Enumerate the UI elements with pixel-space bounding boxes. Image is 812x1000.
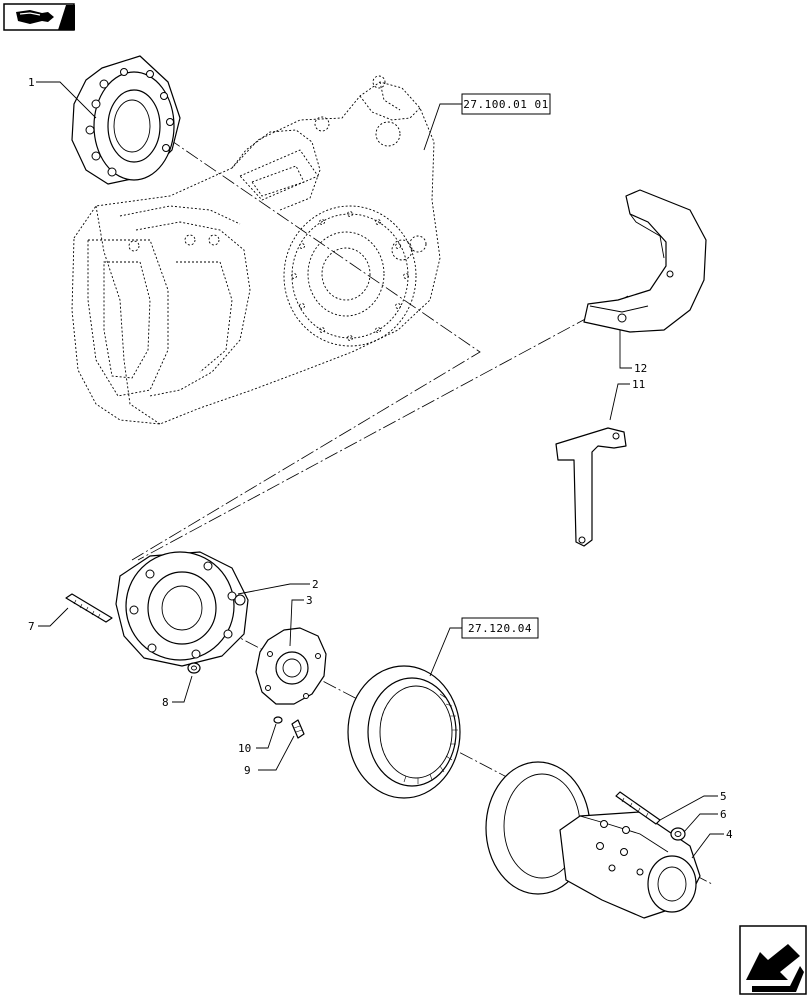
- svg-text:27.120.04: 27.120.04: [468, 622, 532, 635]
- navigate-back-icon[interactable]: [3, 3, 75, 31]
- callout-1: 1: [28, 76, 35, 89]
- part-11-bracket: [555, 427, 627, 547]
- callout-5: 5: [720, 790, 727, 803]
- callout-labels: 1 2 3 4 5 6 7 8 9 10 11 12: [28, 76, 733, 841]
- callout-12: 12: [634, 362, 647, 375]
- callout-11: 11: [632, 378, 645, 391]
- reference-box-top[interactable]: 27.100.01 01: [461, 93, 551, 115]
- part-3-plate: [255, 627, 327, 705]
- callout-7: 7: [28, 620, 35, 633]
- callout-2: 2: [312, 578, 319, 591]
- part-1-flange: [71, 55, 181, 185]
- callout-8: 8: [162, 696, 169, 709]
- callout-10: 10: [238, 742, 251, 755]
- part-6-nut: [670, 827, 686, 841]
- part-12-shield: [583, 189, 707, 333]
- part-2-cover: [115, 551, 249, 667]
- part-7-stud: [65, 593, 113, 623]
- ring-gear: [347, 665, 461, 799]
- transmission-housing: [71, 75, 441, 425]
- leader-lines: [36, 81, 724, 859]
- svg-text:27.100.01 01: 27.100.01 01: [463, 98, 548, 111]
- callout-4: 4: [726, 828, 733, 841]
- next-page-icon[interactable]: [739, 925, 807, 995]
- part-10-washer: [273, 716, 283, 724]
- part-4-hub-housing: [485, 761, 701, 919]
- callout-9: 9: [244, 764, 251, 777]
- callout-6: 6: [720, 808, 727, 821]
- part-9-screw: [291, 719, 305, 739]
- reference-box-mid[interactable]: 27.120.04: [461, 617, 539, 639]
- callout-3: 3: [306, 594, 313, 607]
- part-8-nut: [187, 662, 201, 674]
